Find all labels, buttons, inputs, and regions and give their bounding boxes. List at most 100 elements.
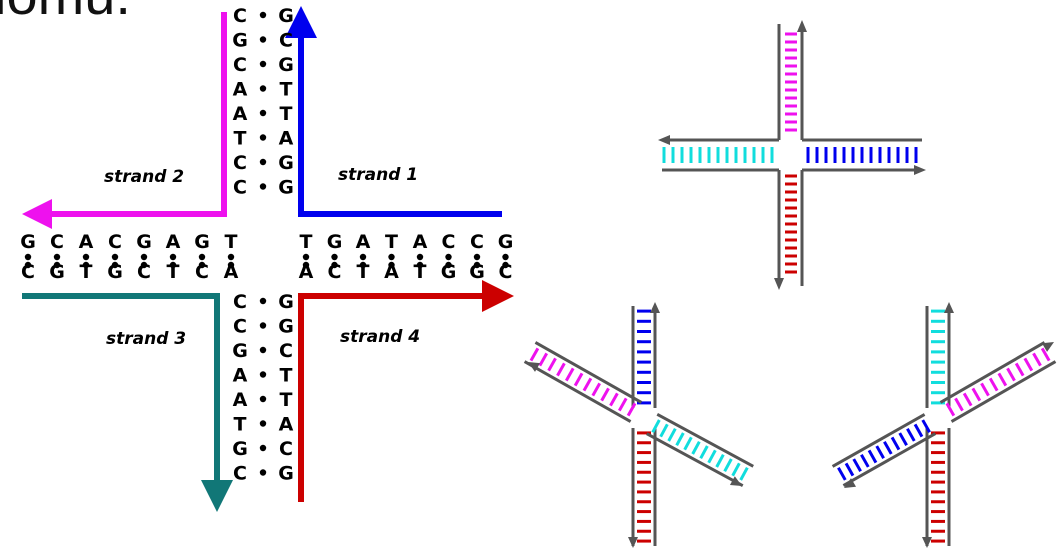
- rung: [945, 402, 956, 417]
- base-pair-dot-icon: [24, 253, 32, 261]
- base-letter: C: [137, 261, 151, 283]
- base-letter: G: [498, 231, 514, 253]
- base-letter: G: [20, 231, 36, 253]
- rung: [591, 382, 602, 397]
- base-letter: G: [469, 261, 485, 283]
- base-letter: G: [278, 316, 294, 338]
- base-letter: C: [50, 231, 64, 253]
- base-letter: T: [80, 261, 93, 283]
- base-pair-dot-icon: [259, 85, 267, 92]
- base-pair-dot-icon: [416, 253, 424, 261]
- base-letter: A: [233, 103, 248, 125]
- rung: [691, 440, 701, 455]
- rung: [609, 392, 619, 407]
- arrow-right-icon: [914, 165, 926, 175]
- base-letter: T: [357, 261, 370, 283]
- base-pair-dot-icon: [53, 261, 61, 269]
- arrowhead-icon: [922, 537, 932, 548]
- base-letter: C: [279, 438, 293, 460]
- backbone-line: [831, 413, 926, 468]
- base-letter: A: [279, 414, 294, 436]
- base-letter: T: [280, 79, 293, 101]
- base-pair-dot-icon: [259, 371, 267, 378]
- base-pair-dot-icon: [502, 261, 509, 269]
- base-letter: C: [233, 463, 247, 485]
- rung: [997, 372, 1008, 387]
- rung: [723, 458, 733, 473]
- base-pair-dot-icon: [259, 346, 267, 354]
- rung: [699, 445, 709, 460]
- base-pair-dot-icon: [259, 134, 267, 141]
- strand-3-line: [22, 293, 220, 482]
- base-letter: G: [278, 5, 294, 27]
- base-letter: A: [224, 261, 239, 283]
- rung: [837, 467, 847, 481]
- base-letter: G: [278, 177, 294, 199]
- strand-4-line: [298, 293, 484, 502]
- rung: [600, 387, 610, 402]
- base-pair-dot-icon: [259, 60, 267, 68]
- base-letter: C: [328, 261, 342, 283]
- rung: [683, 436, 693, 451]
- base-letter: G: [278, 291, 294, 313]
- base-letter: G: [278, 54, 294, 76]
- base-pair-dot-icon: [302, 253, 310, 261]
- rung: [731, 462, 741, 477]
- base-pair-dot-icon: [227, 261, 235, 269]
- base-letter: C: [233, 54, 247, 76]
- backbone-line: [534, 341, 643, 404]
- base-pair-dot-icon: [259, 322, 267, 329]
- base-pair-dot-icon: [331, 261, 338, 269]
- base-letter: A: [299, 261, 314, 283]
- strand-1-line: [298, 36, 502, 217]
- base-letter: G: [136, 231, 152, 253]
- arrowhead-icon: [1041, 342, 1054, 352]
- base-letter: A: [279, 128, 294, 150]
- base-pair-dot-icon: [198, 261, 206, 269]
- base-pair-rungs: [662, 32, 918, 274]
- base-letter: A: [413, 231, 428, 253]
- base-pair-dot-icon: [259, 183, 267, 190]
- arrowhead-icon: [650, 302, 660, 313]
- base-letter: C: [499, 261, 513, 283]
- strand-2-line: [48, 12, 227, 217]
- rung: [962, 392, 973, 407]
- base-pair-dot-icon: [169, 253, 177, 261]
- rung: [1014, 362, 1025, 377]
- stacked-junction-right: [831, 302, 1057, 548]
- rung: [556, 362, 566, 377]
- rung: [675, 432, 685, 447]
- base-pair-dot-icon: [198, 253, 206, 261]
- rung: [913, 423, 924, 438]
- backbone-line: [842, 432, 937, 487]
- base-letter: T: [280, 365, 293, 387]
- base-pair-dot-icon: [259, 158, 267, 166]
- arrowhead-icon: [844, 478, 857, 488]
- base-letter: G: [232, 340, 248, 362]
- base-pair-dot-icon: [259, 11, 267, 19]
- title-fragment: lomu.: [0, 0, 131, 27]
- rung: [906, 428, 916, 442]
- base-pair-dot-icon: [388, 253, 395, 261]
- base-pair-dot-icon: [82, 253, 90, 261]
- rung: [1023, 357, 1034, 372]
- base-pair-dot-icon: [24, 261, 32, 269]
- base-letter: A: [233, 79, 248, 101]
- base-pair-dot-icon: [259, 395, 267, 403]
- base-letter: T: [280, 389, 293, 411]
- rung: [921, 419, 931, 433]
- base-letter: G: [278, 463, 294, 485]
- base-letter: C: [233, 152, 247, 174]
- arrow-up-icon: [797, 20, 807, 32]
- base-letter: G: [232, 438, 248, 460]
- rung: [852, 458, 862, 472]
- base-pair-dot-icon: [259, 420, 267, 427]
- base-pair-dot-icon: [259, 469, 267, 476]
- base-letter: C: [233, 291, 247, 313]
- rung: [875, 445, 885, 459]
- arrow-down-icon: [201, 480, 233, 512]
- rung: [1040, 347, 1051, 362]
- base-letter: T: [300, 231, 313, 253]
- rung: [667, 427, 677, 442]
